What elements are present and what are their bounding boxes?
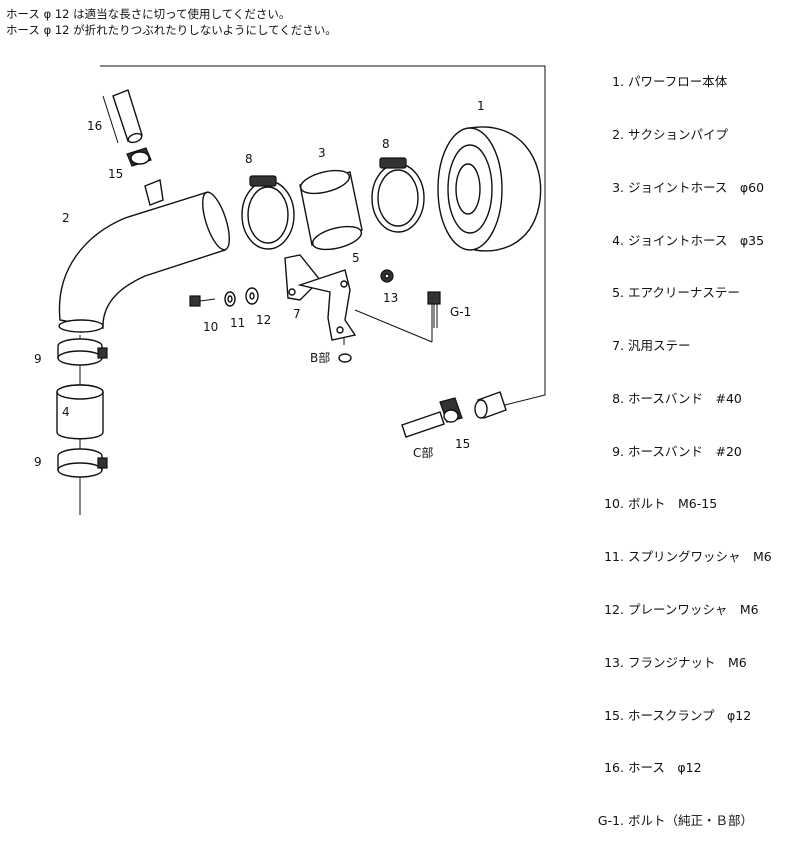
bolt-g1 bbox=[427, 291, 441, 328]
label-13: 13 bbox=[383, 291, 398, 305]
hose-band-40-left bbox=[241, 175, 295, 250]
parts-list-item: 12.プレーンワッシャ M6 bbox=[604, 602, 759, 617]
label-g1: G-1 bbox=[450, 305, 471, 319]
suction-pipe bbox=[58, 179, 230, 333]
air-cleaner-stay bbox=[297, 269, 357, 341]
bolt-m6-15 bbox=[189, 295, 216, 307]
joint-hose-phi35 bbox=[56, 384, 104, 440]
label-16: 16 bbox=[87, 119, 102, 133]
parts-list-item: 5.エアクリーナステー bbox=[612, 285, 740, 301]
label-b-section: B部 bbox=[310, 350, 330, 365]
power-flow-body bbox=[437, 126, 542, 252]
note-line: ホース φ 12 は適当な長さに切って使用してください。 bbox=[6, 7, 291, 21]
parts-list-item: 2.サクションパイプ bbox=[612, 126, 729, 142]
parts-list-item: G-1.ボルト（純正・Ｂ部） bbox=[597, 813, 754, 829]
hose-routing-line bbox=[100, 65, 546, 406]
parts-list-item: 16.ホース φ12 bbox=[604, 760, 702, 776]
label-8: 8 bbox=[245, 152, 253, 166]
label-9: 9 bbox=[34, 352, 42, 366]
parts-list-item: 13.フランジナット M6 bbox=[604, 654, 747, 670]
label-3: 3 bbox=[318, 146, 326, 160]
hose-clamp-top bbox=[126, 147, 152, 167]
hose-c-section bbox=[401, 411, 445, 438]
label-c-section: C部 bbox=[413, 445, 433, 460]
hose-band-40-right bbox=[371, 157, 425, 233]
stay-guide-line bbox=[354, 309, 433, 343]
label-9: 9 bbox=[34, 455, 42, 469]
hose-clamp-bottom bbox=[439, 397, 463, 423]
label-7: 7 bbox=[293, 307, 301, 321]
joint-hose-phi60 bbox=[299, 169, 363, 251]
label-15: 15 bbox=[455, 437, 470, 451]
plain-washer bbox=[245, 287, 259, 305]
hose-phi12-bottom bbox=[474, 391, 507, 419]
hose-band-20-top bbox=[57, 338, 108, 366]
label-2: 2 bbox=[62, 211, 70, 225]
label-8: 8 bbox=[382, 137, 390, 151]
label-12: 12 bbox=[256, 313, 271, 327]
notes: ホース φ 12 は適当な長さに切って使用してください。 ホース φ 12 が折… bbox=[6, 6, 337, 38]
label-10: 10 bbox=[203, 320, 218, 334]
label-15: 15 bbox=[108, 167, 123, 181]
hose-band-20-bottom bbox=[57, 448, 108, 478]
parts-list-item: 9.ホースバンド #20 bbox=[612, 443, 742, 459]
parts-list-item: 10.ボルト M6-15 bbox=[604, 496, 718, 512]
parts-list-item: 11.スプリングワッシャ M6 bbox=[604, 549, 772, 565]
hose-phi12-top bbox=[102, 89, 143, 144]
parts-list-item: 8.ホースバンド #40 bbox=[612, 390, 742, 406]
label-1: 1 bbox=[477, 99, 485, 113]
b-section-marker bbox=[338, 353, 352, 363]
note-line: ホース φ 12 が折れたりつぶれたりしないようにしてください。 bbox=[6, 23, 337, 37]
parts-list-item: 1.パワーフロー本体 bbox=[612, 74, 728, 90]
exploded-diagram: 1 2 3 4 5 7 8 8 9 9 10 11 12 13 15 15 16… bbox=[34, 65, 546, 515]
label-11: 11 bbox=[230, 316, 245, 330]
spring-washer bbox=[224, 291, 236, 307]
parts-list-item: 15.ホースクランプ φ12 bbox=[604, 707, 752, 723]
label-5: 5 bbox=[352, 251, 360, 265]
parts-list-item: 3.ジョイントホース φ60 bbox=[612, 179, 765, 195]
universal-stay bbox=[284, 254, 321, 301]
parts-list-item: 7.汎用ステー bbox=[612, 338, 691, 354]
parts-list-item: 4.ジョイントホース φ35 bbox=[612, 232, 765, 248]
label-4: 4 bbox=[62, 405, 70, 419]
flange-nut bbox=[380, 269, 394, 283]
